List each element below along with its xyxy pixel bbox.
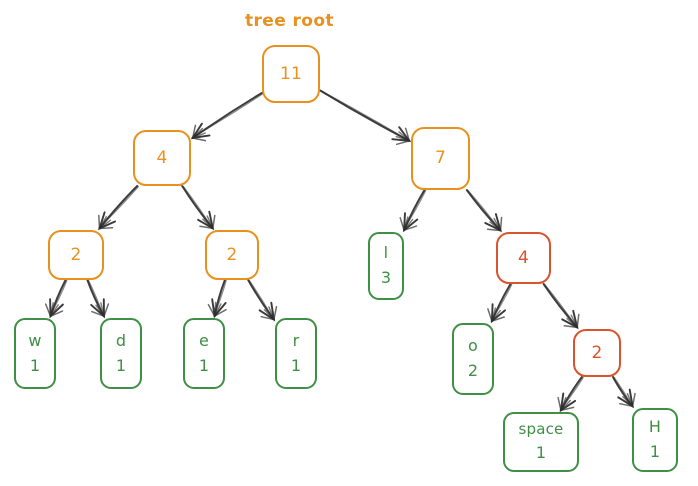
- tree-edge-n2RRR-to-leaf_H: [612, 376, 636, 409]
- node-label: 11: [279, 63, 303, 84]
- tree-node-n4L: 4: [133, 130, 191, 186]
- tree-edge-n2LR-to-leaf_r: [247, 279, 278, 322]
- node-count: 1: [115, 355, 127, 375]
- tree-edge-n2LL-to-leaf_d: [86, 279, 110, 319]
- node-count: 1: [198, 355, 210, 375]
- node-label: 2: [70, 244, 82, 265]
- node-count: 1: [535, 443, 547, 463]
- node-count: 2: [467, 361, 479, 380]
- tree-edge-root-to-n4L: [190, 91, 264, 142]
- tree-node-n4RR: 4: [496, 232, 551, 284]
- node-label: 2: [226, 244, 238, 265]
- tree-node-root: 11: [262, 45, 320, 103]
- tree-edge-n7R-to-leaf_l: [399, 189, 427, 233]
- node-count: 3: [380, 268, 392, 287]
- tree-edge-n2LR-to-leaf_e: [207, 279, 227, 319]
- tree-edge-n4L-to-n2LL: [97, 185, 140, 231]
- tree-node-n2LL: 2: [48, 230, 104, 280]
- node-label: e: [198, 330, 210, 350]
- node-label: space: [518, 419, 564, 438]
- node-label: o: [468, 336, 478, 356]
- tree-edge-n2LL-to-leaf_w: [44, 279, 68, 319]
- tree-edge-n4L-to-n2LR: [181, 185, 216, 231]
- node-label: l: [383, 243, 389, 263]
- node-count: 1: [649, 442, 661, 461]
- node-count: 1: [29, 355, 41, 375]
- node-label: r: [292, 330, 300, 350]
- tree-root-caption: tree root: [245, 11, 334, 31]
- tree-edge-n4RR-to-n2RRR: [542, 283, 580, 330]
- node-label: w: [28, 330, 42, 350]
- node-label: 7: [434, 148, 447, 169]
- tree-edge-n7R-to-n4RR: [465, 189, 503, 233]
- node-label: 4: [517, 247, 530, 268]
- node-label: 4: [156, 147, 168, 168]
- tree-node-n2RRR: 2: [573, 329, 621, 377]
- tree-node-leaf_sp: space 1: [503, 412, 579, 472]
- tree-node-n2LR: 2: [205, 230, 259, 280]
- tree-node-n7R: 7: [411, 127, 470, 190]
- node-label: d: [115, 330, 127, 350]
- tree-edge-root-to-n7R: [319, 89, 412, 146]
- node-count: 1: [290, 355, 302, 375]
- tree-edge-n2RRR-to-leaf_sp: [557, 376, 584, 413]
- node-label: H: [648, 417, 662, 437]
- node-label: 2: [591, 342, 603, 363]
- tree-edge-n4RR-to-leaf_o: [487, 283, 513, 324]
